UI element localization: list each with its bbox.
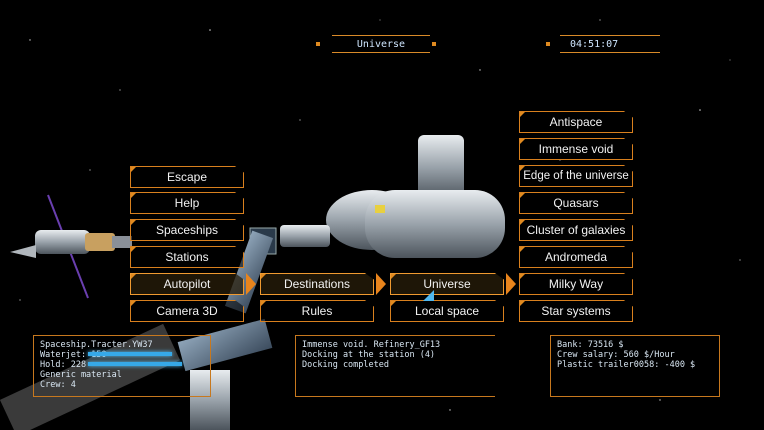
menu-antispace-button[interactable]: Antispace xyxy=(519,111,633,133)
trailer-cost: Plastic trailer0058: -400 $ xyxy=(557,360,696,370)
menu-rules-button[interactable]: Rules xyxy=(260,300,374,322)
menu-quasars-button[interactable]: Quasars xyxy=(519,192,633,214)
menu-camera3d-button[interactable]: Camera 3D xyxy=(130,300,244,322)
hud-title-right-marker xyxy=(432,42,436,46)
left-spaceship-model xyxy=(10,194,132,299)
hud-title: Universe xyxy=(332,35,430,53)
menu-milky-way-button[interactable]: Milky Way xyxy=(519,273,633,295)
ship-info-panel: Spaceship.Tracter.YW37 Waterjet: 150 Hol… xyxy=(33,335,211,397)
autopilot-arrow-icon xyxy=(246,273,256,295)
hud-clock: 04:51:07 xyxy=(560,35,660,53)
status-line: Docking completed xyxy=(302,360,389,370)
status-line: Immense void. Refinery_GF13 xyxy=(302,340,441,350)
ship-hold: Hold: 228 xyxy=(40,360,87,370)
menu-local-space-button[interactable]: Local space xyxy=(390,300,504,322)
ship-waterjet: Waterjet: 150 xyxy=(40,350,107,360)
menu-autopilot-button[interactable]: Autopilot xyxy=(130,273,244,295)
menu-andromeda-button[interactable]: Andromeda xyxy=(519,246,633,268)
hud-title-left-marker xyxy=(316,42,320,46)
menu-immense-void-button[interactable]: Immense void xyxy=(519,138,633,160)
menu-spaceships-button[interactable]: Spaceships xyxy=(130,219,244,241)
ship-crew: Crew: 4 xyxy=(40,380,76,390)
ship-name: Spaceship.Tracter.YW37 xyxy=(40,340,153,350)
bank-panel: Bank: 73516 $ Crew salary: 560 $/Hour Pl… xyxy=(550,335,720,397)
hud-clock-marker xyxy=(546,42,550,46)
menu-escape-button[interactable]: Escape xyxy=(130,166,244,188)
waterjet-bar xyxy=(88,352,172,356)
crew-salary: Crew salary: 560 $/Hour xyxy=(557,350,675,360)
menu-stations-button[interactable]: Stations xyxy=(130,246,244,268)
menu-edge-of-universe-button[interactable]: Edge of the universe xyxy=(519,165,633,187)
menu-cluster-of-galaxies-button[interactable]: Cluster of galaxies xyxy=(519,219,633,241)
hold-bar xyxy=(88,362,182,366)
menu-destinations-button[interactable]: Destinations xyxy=(260,273,374,295)
status-log-panel: Immense void. Refinery_GF13 Docking at t… xyxy=(295,335,495,397)
space-station-model xyxy=(224,135,505,314)
mouse-cursor-icon xyxy=(423,290,434,301)
ship-material: Generic material xyxy=(40,370,122,380)
menu-star-systems-button[interactable]: Star systems xyxy=(519,300,633,322)
bank-balance: Bank: 73516 $ xyxy=(557,340,624,350)
menu-universe-button[interactable]: Universe xyxy=(390,273,504,295)
universe-arrow-icon xyxy=(506,273,516,295)
menu-help-button[interactable]: Help xyxy=(130,192,244,214)
status-line: Docking at the station (4) xyxy=(302,350,436,360)
destinations-arrow-icon xyxy=(376,273,386,295)
